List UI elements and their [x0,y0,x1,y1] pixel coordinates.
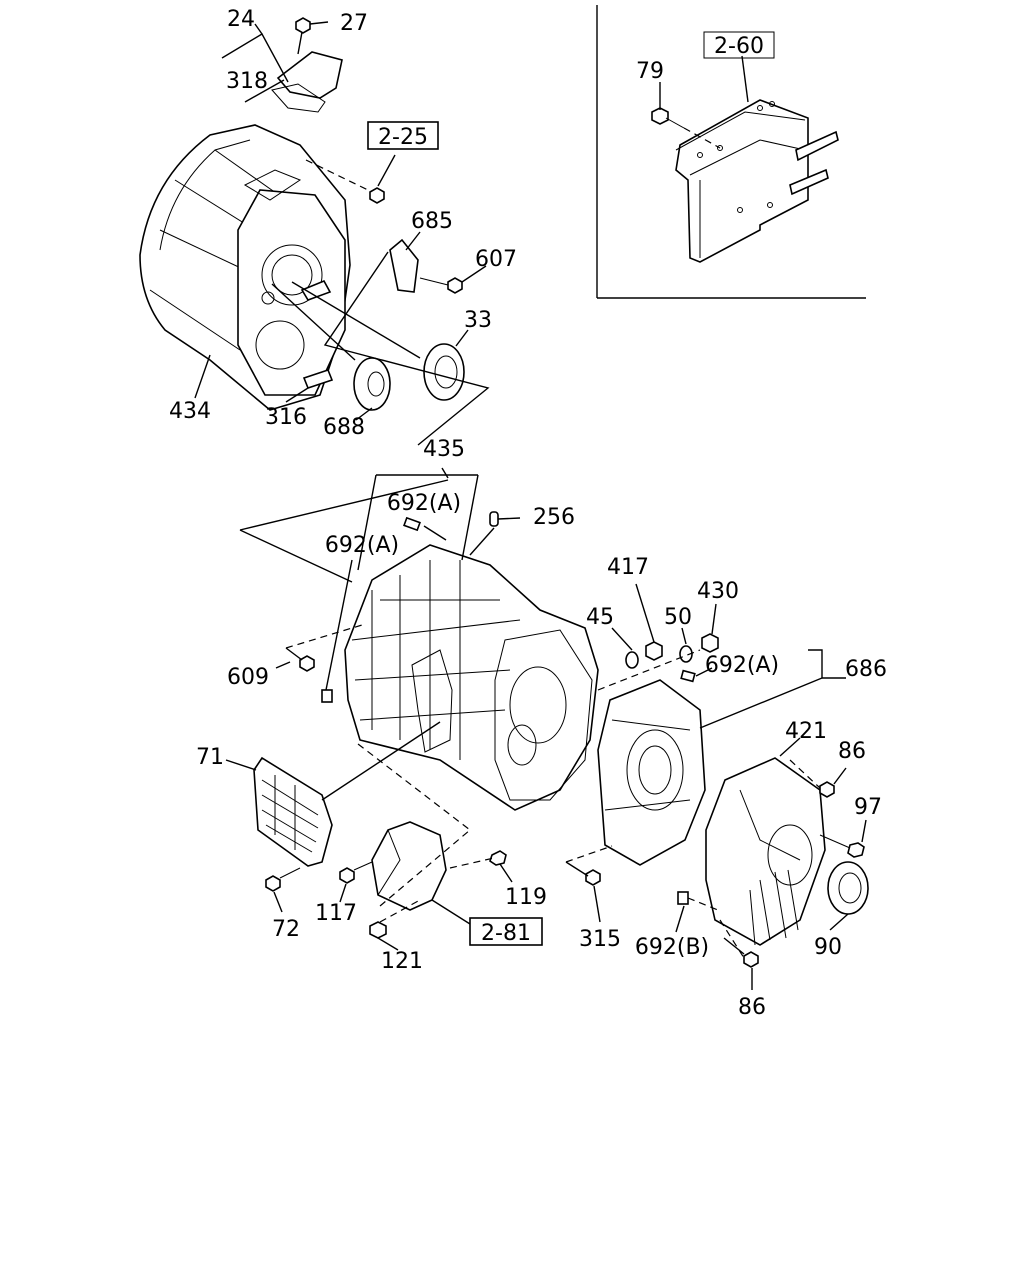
label-318: 318 [226,69,268,94]
clutch-housing-group: 2-25 24 27 318 685 607 33 434 316 688 [139,7,517,446]
label-97: 97 [854,795,882,820]
label-117: 117 [315,901,357,926]
label-417: 417 [607,555,649,580]
label-50: 50 [664,605,692,630]
label-435: 435 [423,437,465,462]
label-315: 315 [579,927,621,952]
label-688: 688 [323,415,365,440]
label-609: 609 [227,665,269,690]
label-686: 686 [845,657,887,682]
side-cover-group: 2-81 71 119 117 72 121 [196,721,547,974]
label-692a-right: 692(A) [705,653,779,678]
inset-panel: 2-60 79 [596,5,866,299]
label-86-bottom: 86 [738,995,766,1020]
label-24: 24 [227,7,255,32]
ref-box-2-81[interactable]: 2-81 [481,921,531,946]
label-79: 79 [636,59,664,84]
rear-cover-group: 692(A) 686 421 86 97 315 692(B) 90 86 [565,649,887,1020]
label-434: 434 [169,399,211,424]
label-607: 607 [475,247,517,272]
label-72: 72 [272,917,300,942]
ref-box-2-60[interactable]: 2-60 [714,34,764,59]
label-33: 33 [464,308,492,333]
label-692a-left: 692(A) [325,533,399,558]
label-256: 256 [533,505,575,530]
label-45: 45 [586,605,614,630]
label-685: 685 [411,209,453,234]
label-430: 430 [697,579,739,604]
label-27: 27 [340,11,368,36]
label-692a-top: 692(A) [387,491,461,516]
label-86-top: 86 [838,739,866,764]
label-90: 90 [814,935,842,960]
label-421: 421 [785,719,827,744]
label-119: 119 [505,885,547,910]
label-692b: 692(B) [635,935,709,960]
ref-box-2-25[interactable]: 2-25 [378,125,428,150]
label-121: 121 [381,949,423,974]
label-71: 71 [196,745,224,770]
label-316: 316 [265,405,307,430]
